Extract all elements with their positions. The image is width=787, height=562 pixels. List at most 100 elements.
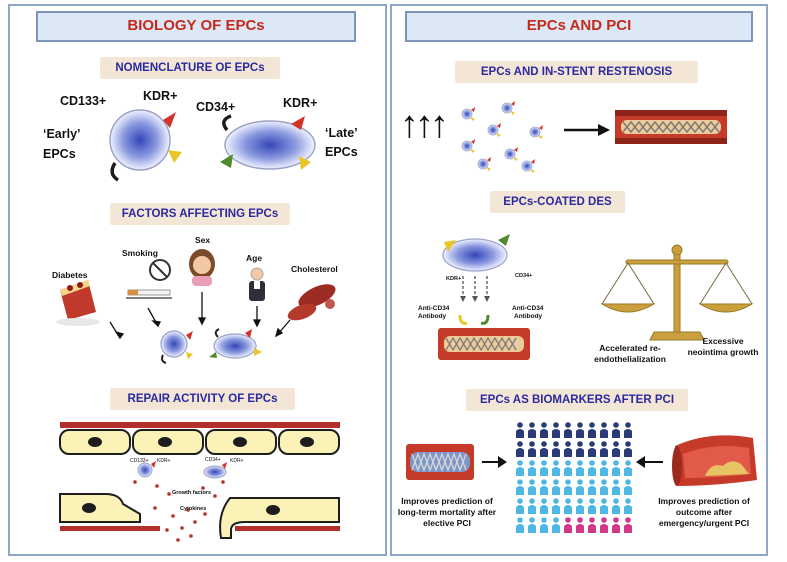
epc-antibody-illustration <box>438 234 530 360</box>
person-icon <box>588 479 596 495</box>
person-icon <box>588 422 596 438</box>
plaque-vessel-illustration <box>672 435 757 486</box>
right-caption-line2: outcome after <box>675 507 733 517</box>
left-caption-line1: Improves prediction of <box>401 496 493 506</box>
person-icon <box>564 422 572 438</box>
factors-header: FACTORS AFFECTING EPCs <box>110 203 290 225</box>
factor-diabetes: Diabetes <box>52 270 88 280</box>
cigarette-icon <box>126 259 172 299</box>
person-icon <box>540 460 548 476</box>
person-icon <box>564 441 572 457</box>
person-icon <box>600 479 608 495</box>
late-label-2: EPCs <box>325 145 358 159</box>
person-icon <box>528 479 536 495</box>
sausage-icon <box>287 284 336 321</box>
person-icon <box>552 441 560 457</box>
right-caption-line3: emergency/urgent PCI <box>658 518 750 528</box>
person-icon <box>516 479 524 495</box>
growth-factors-label: Growth factors <box>172 490 212 496</box>
person-icon <box>516 517 524 533</box>
repair-cell2-cd34: CD34+ <box>205 457 221 463</box>
person-icon <box>516 460 524 476</box>
right-arrow-icon <box>564 124 610 136</box>
person-icon <box>540 422 548 438</box>
person-icon <box>540 441 548 457</box>
early-label-1: ‘Early’ <box>43 127 81 141</box>
person-icon <box>516 498 524 514</box>
person-icon <box>600 422 608 438</box>
epc-cluster-illustration <box>461 101 543 173</box>
person-icon <box>612 460 620 476</box>
woman-icon <box>189 249 215 286</box>
left-title: BIOLOGY OF EPCs <box>36 11 356 42</box>
balance-left-caption: Accelerated re- endothelialization <box>575 343 685 365</box>
late-marker-kdr: KDR+ <box>283 96 318 110</box>
person-icon <box>528 517 536 533</box>
person-icon <box>564 498 572 514</box>
person-icon <box>588 460 596 476</box>
antibody-left-1: Anti-CD34 <box>418 305 450 312</box>
person-icon <box>612 498 620 514</box>
factors-illustration <box>56 249 336 364</box>
repair-cell2-kdr: KDR+ <box>230 458 244 464</box>
person-icon <box>588 441 596 457</box>
person-icon <box>576 460 584 476</box>
person-icon <box>576 441 584 457</box>
restenosis-header: EPCs AND IN-STENT RESTENOSIS <box>455 61 698 83</box>
person-icon <box>516 441 524 457</box>
person-icon <box>624 517 632 533</box>
nomenclature-header: NOMENCLATURE OF EPCs <box>100 57 280 79</box>
person-icon <box>516 422 524 438</box>
elderly-man-icon <box>249 267 265 301</box>
early-label-2: EPCs <box>43 147 76 161</box>
balance-right-line1: Excessive <box>702 336 744 346</box>
person-icon <box>588 517 596 533</box>
cytokines-label: Cytokines <box>180 506 207 512</box>
person-icon <box>612 441 620 457</box>
stent-vessel-illustration <box>406 444 474 480</box>
antibody-right-1: Anti-CD34 <box>512 305 544 312</box>
coated-kdr-label: KDR+ <box>446 276 462 282</box>
factor-cholesterol: Cholesterol <box>291 264 338 274</box>
person-icon <box>552 479 560 495</box>
vessel-repair-illustration <box>59 422 340 542</box>
person-icon <box>624 498 632 514</box>
person-icon <box>624 422 632 438</box>
person-icon <box>552 460 560 476</box>
right-title: EPCs AND PCI <box>405 11 753 42</box>
person-icon <box>528 422 536 438</box>
late-marker-cd34: CD34+ <box>196 100 236 114</box>
arrow-to-people-icon <box>482 456 507 468</box>
antibody-right-2: Antibody <box>514 313 543 320</box>
early-marker-kdr: KDR+ <box>143 89 178 103</box>
balance-right-caption: Excessive neointima growth <box>678 336 768 358</box>
left-biomarker-caption: Improves prediction of long-term mortali… <box>392 496 502 529</box>
coated-cd34-label: CD34+ <box>515 273 533 279</box>
arrow-from-vessel-icon <box>636 456 663 468</box>
person-icon <box>564 479 572 495</box>
population-people-grid <box>516 422 632 533</box>
right-caption-line1: Improves prediction of <box>658 496 750 506</box>
antibody-left-2: Antibody <box>418 313 447 320</box>
person-icon <box>552 517 560 533</box>
balance-right-line2: neointima growth <box>687 347 759 357</box>
factor-sex: Sex <box>195 235 211 245</box>
person-icon <box>576 479 584 495</box>
balance-left-line2: endothelialization <box>594 354 666 364</box>
repair-cell1-cd133: CD133+ <box>130 458 149 464</box>
person-icon <box>612 517 620 533</box>
person-icon <box>528 460 536 476</box>
person-icon <box>612 479 620 495</box>
balance-scale-icon <box>600 244 754 341</box>
person-icon <box>600 517 608 533</box>
early-epc-cell-illustration <box>109 109 182 182</box>
person-icon <box>576 422 584 438</box>
right-biomarker-caption: Improves prediction of outcome after eme… <box>646 496 762 529</box>
person-icon <box>552 422 560 438</box>
person-icon <box>528 498 536 514</box>
person-icon <box>600 498 608 514</box>
person-icon <box>624 441 632 457</box>
person-icon <box>564 517 572 533</box>
factor-age: Age <box>246 253 263 263</box>
person-icon <box>600 441 608 457</box>
